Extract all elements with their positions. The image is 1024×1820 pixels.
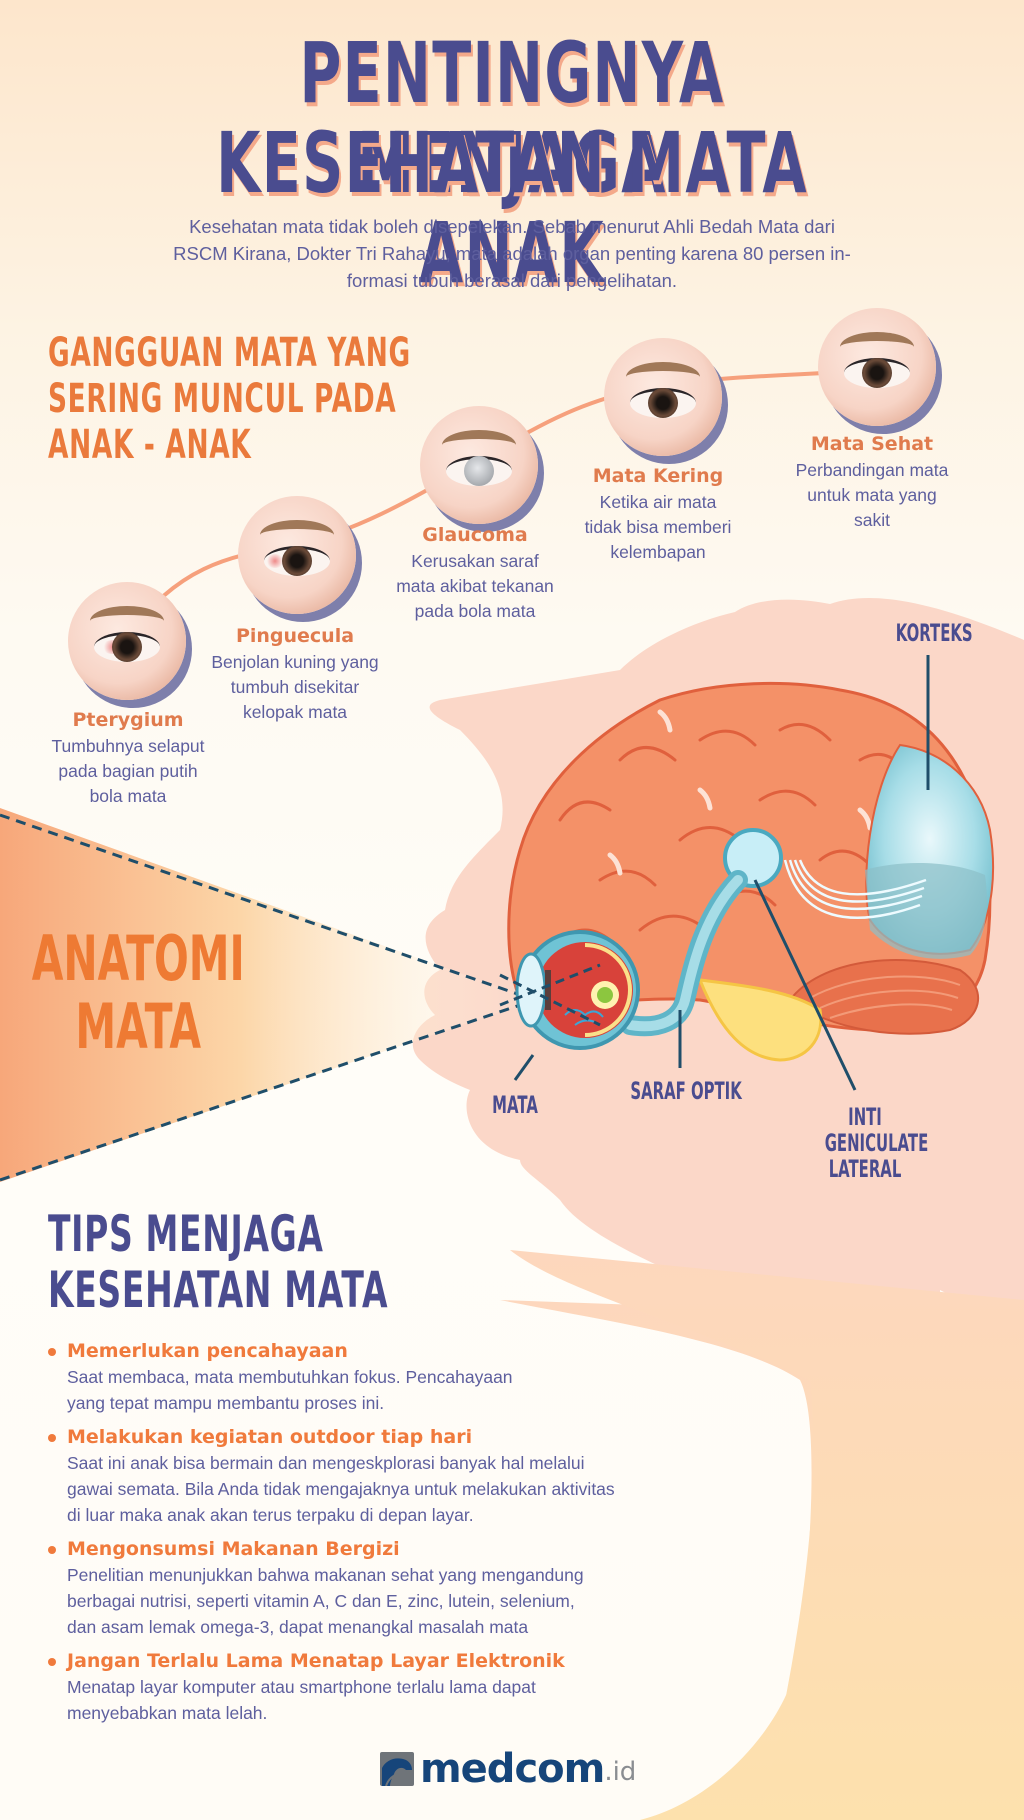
condition-title-pterygium: Pterygium	[72, 709, 184, 731]
tip-item: Memerlukan pencahayaan Saat membaca, mat…	[48, 1338, 728, 1416]
tip-item: Jangan Terlalu Lama Menatap Layar Elektr…	[48, 1648, 728, 1726]
bullet-icon	[48, 1434, 56, 1442]
eye-image-pterygium	[68, 582, 186, 700]
eye-image-mata-sehat	[818, 308, 936, 426]
label-mata: MATA	[492, 1091, 538, 1119]
bullet-icon	[48, 1658, 56, 1666]
condition-title-mata-sehat: Mata Sehat	[810, 433, 934, 455]
label-saraf-optik: SARAF OPTIK	[630, 1077, 742, 1105]
intro-paragraph: Kesehatan mata tidak boleh disepelekan. …	[173, 216, 851, 291]
condition-title-mata-kering: Mata Kering	[592, 465, 724, 487]
eye-image-glaucoma	[420, 406, 538, 524]
page-title-line-1: PENTINGNYA MENJAGA	[299, 24, 725, 212]
eye-image-pinguecula	[238, 496, 356, 614]
condition-title-glaucoma: Glaucoma	[422, 524, 528, 546]
disorders-heading: GANGGUAN MATA YANG SERING MUNCUL PADA AN…	[48, 330, 411, 468]
tips-heading: TIPS MENJAGA KESEHATAN MATA	[48, 1205, 389, 1319]
bullet-icon	[48, 1546, 56, 1554]
bullet-icon	[48, 1348, 56, 1356]
anatomy-heading: ANATOMI MATA	[31, 922, 245, 1063]
medcom-logo: medcom .id	[380, 1746, 636, 1792]
tips-list: Memerlukan pencahayaan Saat membaca, mat…	[48, 1338, 728, 1734]
label-inti-geniculate-lateral: INTI GENICULATE LATERAL	[824, 1103, 929, 1183]
eye-image-mata-kering	[604, 338, 722, 456]
tip-item: Melakukan kegiatan outdoor tiap hari Saa…	[48, 1424, 728, 1528]
condition-title-pinguecula: Pinguecula	[235, 625, 355, 647]
tip-item: Mengonsumsi Makanan Bergizi Penelitian m…	[48, 1536, 728, 1640]
label-korteks: KORTEKS	[895, 619, 973, 647]
eagle-logo-icon	[380, 1752, 414, 1786]
page-title-line-2: KESEHATAN MATA ANAK	[216, 114, 808, 302]
